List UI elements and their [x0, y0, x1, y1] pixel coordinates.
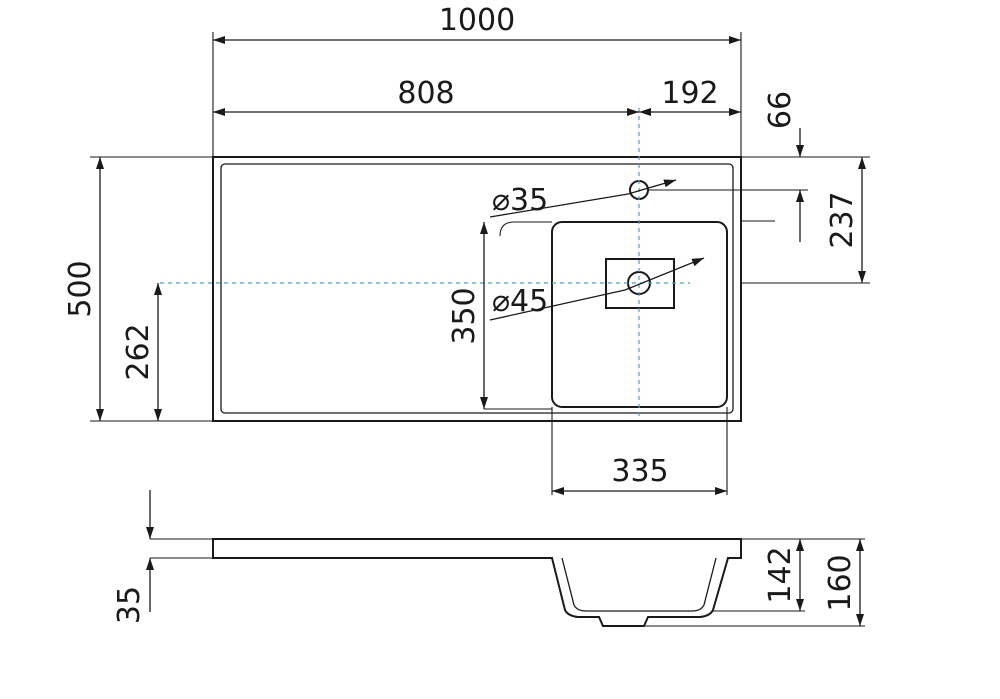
dim-label-bowl-inner-depth: 142: [763, 546, 798, 603]
dim-label-drain-offset: 237: [825, 191, 860, 248]
ext-bowl-top: [499, 221, 552, 237]
drain-hole: [627, 271, 651, 295]
dim-label-tap-offset: 66: [763, 91, 798, 129]
plan-view: 1000 808 192 500 262 350 335 66 237 ⌀35 …: [63, 3, 870, 495]
dim-label-slab-thickness: 35: [112, 586, 147, 624]
leader-tap-hole-arrow: [627, 179, 677, 195]
dim-label-drain-hole: ⌀45: [492, 284, 548, 319]
leader-drain-hole: [489, 289, 626, 321]
dim-label-bowl-depth: 350: [447, 287, 482, 344]
leader-drain-hole-arrow: [624, 257, 705, 291]
dim-label-axis-offset: 262: [121, 323, 156, 380]
side-profile-outline: [212, 538, 742, 627]
side-bowl-inner: [561, 557, 717, 612]
dim-label-bowl-total-depth: 160: [823, 554, 858, 611]
bowl-outline: [551, 221, 728, 408]
dim-label-tap-hole: ⌀35: [492, 183, 548, 218]
countertop-inner-edge: [220, 163, 734, 414]
countertop-outline: [212, 156, 742, 422]
side-view: 35 142 160: [112, 490, 865, 627]
leader-tap-hole: [489, 193, 629, 218]
dim-label-total-width: 1000: [439, 3, 515, 38]
dim-label-left-section: 808: [397, 76, 454, 111]
dim-label-right-section: 192: [661, 76, 718, 111]
dim-label-bowl-width: 335: [611, 454, 668, 489]
dim-label-total-depth: 500: [63, 260, 98, 317]
